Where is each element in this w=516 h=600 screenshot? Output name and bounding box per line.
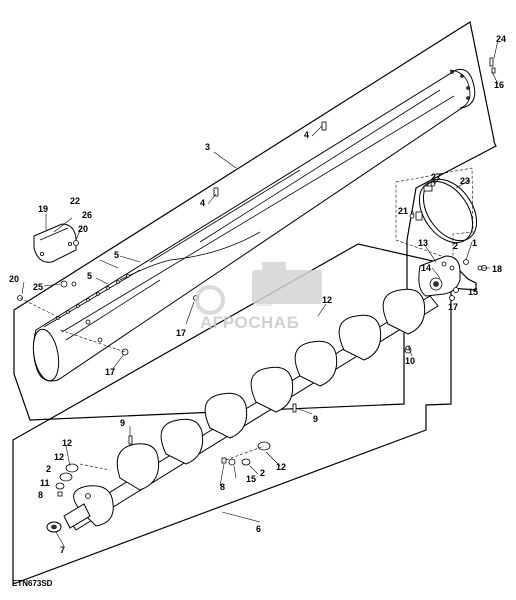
- callout-26: 26: [82, 210, 92, 220]
- tube-assembly-frame: [13, 21, 497, 421]
- bolt-9-right: [292, 403, 297, 413]
- band-clamp: [415, 178, 478, 244]
- bolt-15-flange: [453, 287, 459, 293]
- callout-2-left: 2: [46, 464, 51, 474]
- tube-hole-strip: [43, 269, 141, 328]
- nut-2-flange: [463, 259, 469, 265]
- callout-23: 23: [460, 176, 470, 186]
- nut-20-cover: [73, 240, 79, 246]
- callout-4-upper: 4: [304, 130, 309, 140]
- callout-17-tube: 17: [105, 367, 115, 377]
- left-hardware-stack: [55, 463, 111, 497]
- callout-12-center: 12: [276, 462, 286, 472]
- bolt-4-upper: [321, 121, 327, 131]
- bracket-detail-frame: [395, 167, 474, 261]
- callout-2-center: 2: [260, 468, 265, 478]
- bolt-27: [430, 181, 436, 187]
- callout-9-right: 9: [313, 414, 318, 424]
- callout-12-left-top: 12: [62, 438, 72, 448]
- callout-12-left-mid: 12: [54, 452, 64, 462]
- callout-20-cover: 20: [78, 224, 88, 234]
- bolt-25: [60, 280, 77, 288]
- callout-4-lower: 4: [200, 198, 205, 208]
- callout-24: 24: [496, 34, 506, 44]
- callout-13: 13: [418, 238, 428, 248]
- callout-18: 18: [492, 264, 502, 274]
- callout-6: 6: [256, 524, 261, 534]
- nut-21: [409, 213, 415, 219]
- callout-12-upper: 12: [322, 295, 332, 305]
- callout-21: 21: [398, 206, 408, 216]
- cover-plate: [33, 223, 77, 263]
- callout-2-flange: 2: [453, 241, 458, 251]
- callout-20-tube: 20: [9, 274, 19, 284]
- callout-15-center: 15: [246, 474, 256, 484]
- callout-11: 11: [40, 478, 50, 488]
- watermark-brand: АГРОСНАБ: [200, 313, 299, 332]
- auger-flighting: [63, 288, 439, 531]
- auger-tube: [32, 68, 476, 382]
- callout-15-flange: 15: [468, 287, 478, 297]
- callout-14: 14: [421, 263, 431, 273]
- bolt-4-lower: [213, 187, 219, 197]
- callout-5-lower: 5: [87, 271, 92, 281]
- callout-1: 1: [472, 238, 477, 248]
- bushing-7: [46, 521, 62, 533]
- callout-17-mid: 17: [176, 328, 186, 338]
- center-hardware-stack: [221, 441, 271, 466]
- callout-8-center: 8: [220, 482, 225, 492]
- callout-27: 27: [431, 172, 441, 182]
- callout-5-upper: 5: [114, 250, 119, 260]
- figure-code: ETN673SD: [12, 579, 53, 588]
- bolt-9-left: [128, 435, 133, 445]
- callout-9-left: 9: [120, 418, 125, 428]
- callout-17-flange: 17: [448, 302, 458, 312]
- callout-3: 3: [205, 142, 210, 152]
- bolt-16: [489, 57, 496, 74]
- callout-10: 10: [405, 356, 415, 366]
- callouts: 3 4 4 5 5 6 7 8 8 9 9 10 11 12 12 12 13 …: [9, 34, 506, 555]
- callout-22: 22: [70, 196, 80, 206]
- callout-16: 16: [494, 80, 504, 90]
- callout-25: 25: [33, 282, 43, 292]
- end-flange-bracket: [418, 255, 461, 297]
- callout-7: 7: [60, 545, 65, 555]
- callout-8-left: 8: [38, 490, 43, 500]
- watermark-prefix: ООО: [256, 301, 273, 308]
- callout-19: 19: [38, 204, 48, 214]
- bolt-17-flange: [449, 295, 455, 301]
- leader-lines: [21, 39, 499, 547]
- watermark-logo: ООО АГРОСНАБ: [195, 262, 322, 332]
